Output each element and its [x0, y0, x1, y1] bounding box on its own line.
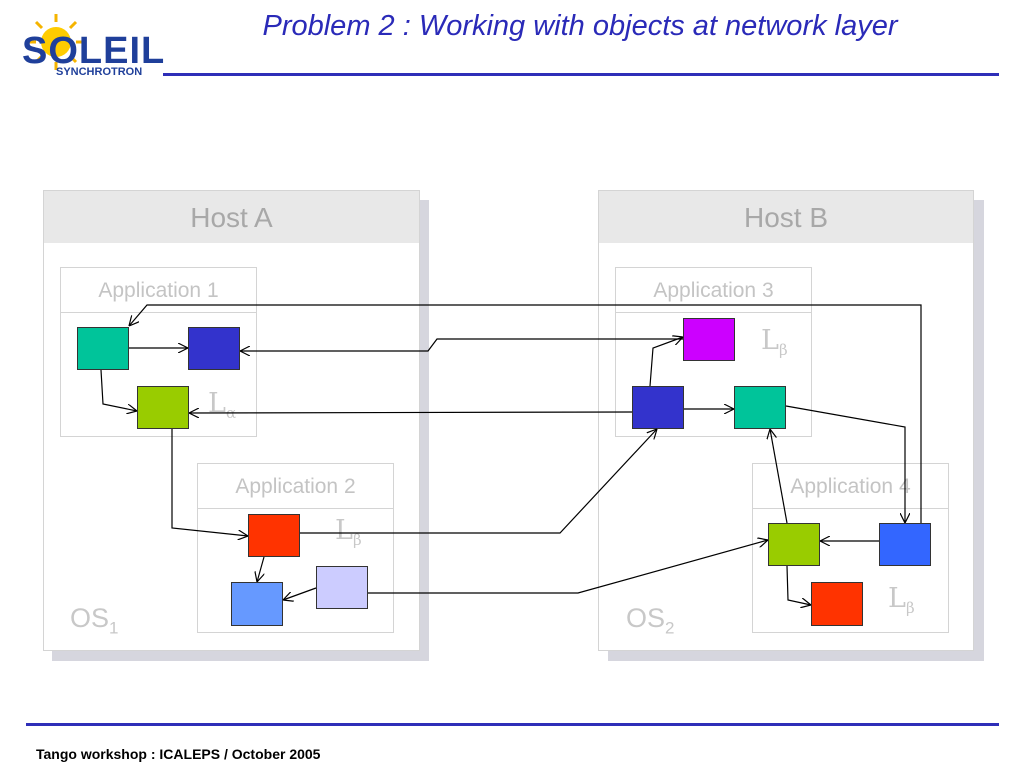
arrow-lavender-to-lime-b4 — [368, 540, 768, 594]
object-magenta-b3[interactable] — [683, 318, 735, 361]
arrow-teal-to-lime-a1 — [100, 369, 137, 411]
slide-title: Problem 2 : Working with objects at netw… — [262, 10, 898, 42]
host-a-title: Host A — [44, 191, 419, 243]
arrow-blue-b4-to-teal-a1 — [129, 304, 922, 523]
object-blue-b4[interactable] — [879, 523, 931, 566]
object-blue-light-a2[interactable] — [231, 582, 283, 626]
host-b-title: Host B — [599, 191, 973, 243]
application-4-title: Application 4 — [753, 464, 948, 509]
logo-subtext: SYNCHROTRON — [56, 66, 143, 78]
sun-icon — [28, 14, 84, 70]
application-2-title: Application 2 — [198, 464, 393, 509]
object-teal-b3[interactable] — [734, 386, 786, 429]
link-label-beta-app2: Lβ — [335, 515, 362, 549]
arrow-magenta-to-navy-a1 — [240, 338, 683, 351]
arrow-red-to-navy-b3 — [300, 429, 657, 534]
os2-label: OS2 — [626, 603, 675, 638]
arrow-red-to-blue-light-a2 — [257, 556, 265, 582]
os1-label: OS1 — [70, 603, 119, 638]
object-lavender-a2[interactable] — [316, 566, 368, 609]
arrow-lime-b4-to-red-b4 — [786, 565, 811, 605]
object-lime-a1[interactable] — [137, 386, 189, 429]
object-teal-a1[interactable] — [77, 327, 129, 370]
application-1-title: Application 1 — [61, 268, 256, 313]
footer-rule — [26, 723, 999, 726]
object-lime-b4[interactable] — [768, 523, 820, 566]
arrow-navy-b3-to-magenta — [649, 337, 683, 387]
arrow-lavender-to-blue-light-a2 — [283, 587, 317, 600]
soleil-logo: SOLEIL SYNCHROTRON — [12, 8, 166, 80]
footer-text: Tango workshop : ICALEPS / October 2005 — [36, 746, 321, 762]
link-label-beta-app4: Lβ — [888, 583, 915, 617]
logo-text: SOLEIL — [22, 30, 166, 72]
object-red-a2[interactable] — [248, 514, 300, 557]
arrow-teal-b3-to-blue-b4 — [785, 405, 905, 523]
object-navy-a1[interactable] — [188, 327, 240, 370]
object-navy-b3[interactable] — [632, 386, 684, 429]
link-label-beta-app3: Lβ — [761, 325, 788, 359]
arrow-navy-b3-to-lime-a1 — [189, 412, 633, 413]
arrow-lime-b4-to-teal-b3 — [770, 429, 788, 524]
header-rule — [163, 73, 999, 76]
object-red-b4[interactable] — [811, 582, 863, 626]
application-3-title: Application 3 — [616, 268, 811, 313]
arrow-lime-to-red-a2 — [171, 429, 248, 536]
